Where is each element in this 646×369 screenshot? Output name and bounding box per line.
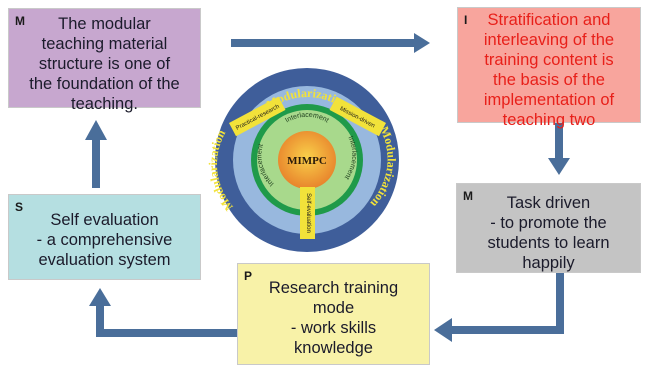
wheel-spokes [228,96,387,239]
cycle-arrows [85,33,570,342]
box-letter: P [244,269,253,283]
box-text: Self evaluation - a comprehensive evalua… [36,211,173,269]
box-letter: M [15,14,25,28]
box-text: Research training mode - work skills kno… [268,279,399,357]
arrow-p-to-s [89,288,237,337]
spoke-practical-research [228,96,286,137]
arrow-m2-to-p [434,273,564,342]
wheel-center-label: MIMPC [287,155,327,167]
arrow-i-to-m2 [548,123,570,175]
spoke-label-self-evaluation: Self-evaluation [305,193,311,233]
box-self-evaluation: S Self evaluation - a comprehensive eval… [8,194,201,280]
spoke-self-evaluation [300,187,315,239]
box-research-training: P Research training mode - work skills k… [237,263,430,365]
box-text: Task driven - to promote the students to… [487,194,610,272]
mimpc-wheel: Modularization Modularization Modulariza… [206,68,399,252]
arrow-m1-to-i [231,33,430,53]
box-text: The modular teaching material structure … [29,15,180,113]
box-letter: S [15,200,24,214]
arrow-s-to-m1 [85,120,107,188]
box-interleaving: I Stratification and interleaving of the… [457,7,641,129]
wheel-center [278,131,336,189]
box-letter: M [463,189,473,203]
box-letter: I [464,13,468,27]
box-task-driven: M Task driven - to promote the students … [456,183,641,273]
box-modular-material: M The modular teaching material structur… [8,8,201,113]
spoke-mission-driven [329,96,387,137]
box-text: Stratification and interleaving of the t… [483,11,615,129]
